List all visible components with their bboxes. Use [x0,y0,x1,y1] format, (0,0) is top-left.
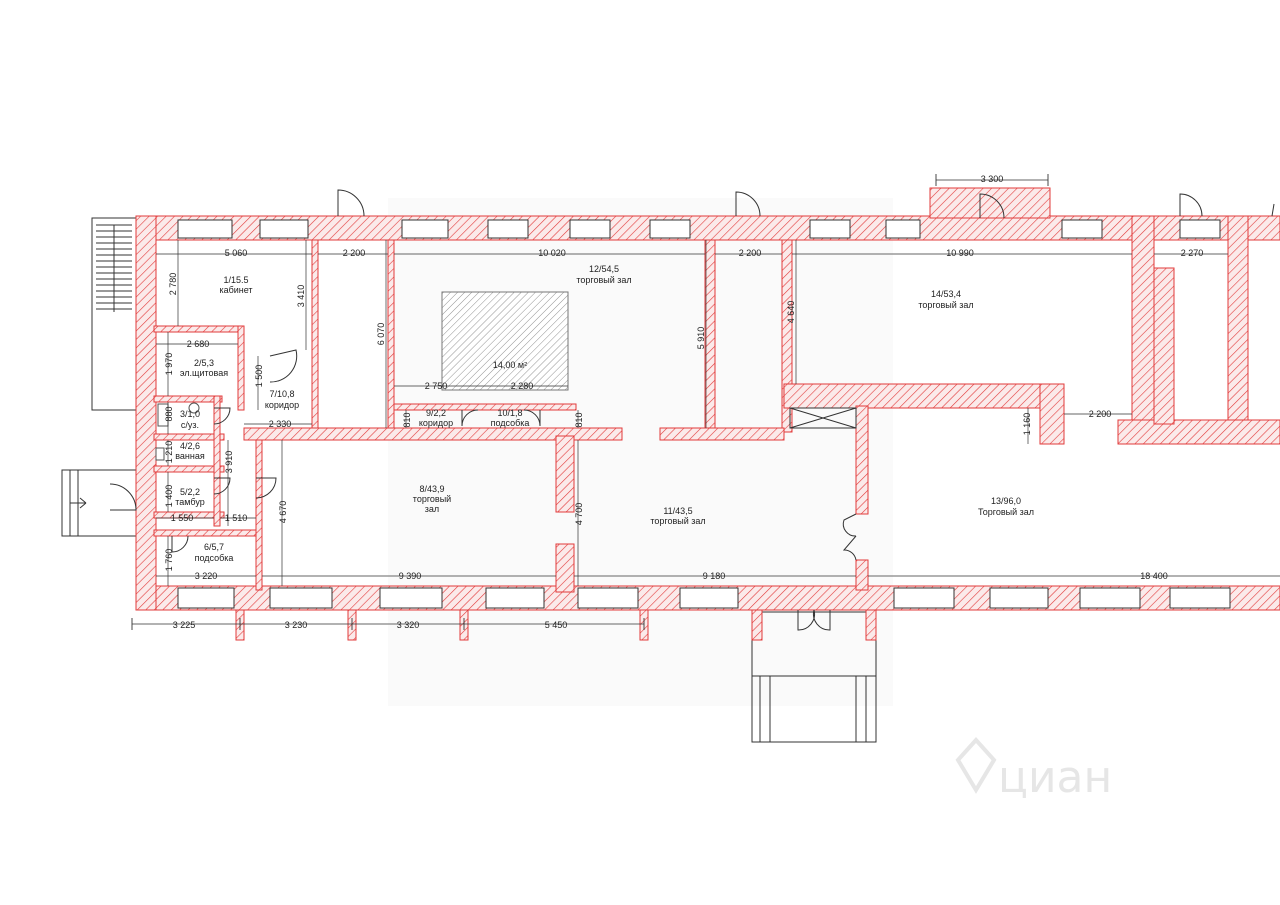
room-number: 2/5,3 [194,358,214,368]
dim-label: 1 510 [225,513,248,523]
room-name: подсобка [491,418,530,428]
dim-label: 10 990 [946,248,974,258]
dim-label: 1 550 [171,513,194,523]
dim-label: 3 320 [397,620,420,630]
dim-label: 1 210 [164,441,174,464]
room-name: тамбур [175,497,204,507]
room-name: подсобка [195,553,234,563]
room-name: торговый зал [650,516,705,526]
room-name-line2: зал [425,504,439,514]
room-name: коридор [265,400,299,410]
dim-label: 5 450 [545,620,568,630]
room-name: торговый зал [576,275,631,285]
dim-label: 2 200 [1089,409,1112,419]
room-number: 11/43,5 [663,506,692,516]
dim-label: 4 700 [574,503,584,526]
room-number: 6/5,7 [204,542,224,552]
room-name: торговый [413,494,451,504]
room-name: кабинет [219,285,252,295]
dim-label: 9 390 [399,571,422,581]
dim-label: 2 280 [511,381,534,391]
dim-label: 2 270 [1181,248,1204,258]
bottom-porch [751,611,877,743]
room-number: 5/2,2 [180,487,200,497]
room-number: 13/96,0 [991,496,1021,506]
room-name: Торговый зал [978,507,1034,517]
dim-label: 2 200 [739,248,762,258]
dim-label: 1 400 [164,485,174,508]
room-name: ванная [175,451,205,461]
dim-label: 2 200 [343,248,366,258]
dim-label: 5 910 [696,327,706,350]
room-number: 14/53,4 [931,289,961,299]
dim-label: 10 020 [538,248,566,258]
watermark-text: циан [998,752,1112,803]
room-name: коридор [419,418,453,428]
dim-label: 6 070 [376,323,386,346]
void-hatched-area [441,291,569,391]
dim-label: 3 220 [195,571,218,581]
dim-label: 3 910 [224,451,234,474]
dim-label: 2 750 [425,381,448,391]
dim-label: 3 225 [173,620,196,630]
room-number: 12/54,5 [589,264,619,274]
dim-label: 5 060 [225,248,248,258]
room-name: с/уз. [181,420,199,430]
dim-label: 880 [164,406,174,421]
exterior-stairs [91,217,137,411]
dim-label: 1 500 [254,365,264,388]
dim-label: 3 300 [981,174,1004,184]
room-labels: 1/15.5 кабинет 2/5,3 эл.щитовая 3/1,0 с/… [175,264,1034,563]
dim-label: 3 410 [296,285,306,308]
dim-label: 2 680 [187,339,210,349]
dim-label: 4 670 [278,501,288,524]
dim-label: 1 160 [1022,413,1032,436]
entrance-steps [61,469,139,537]
room-number: 8/43,9 [419,484,444,494]
dimension-ticks [131,174,1049,630]
room-number: 1/15.5 [223,275,248,285]
cian-watermark: циан [955,737,1112,803]
dimension-lines [132,179,1280,625]
room-name: торговый зал [918,300,973,310]
room-number: 7/10,8 [269,389,294,399]
area-label: 14,00 м² [493,360,527,370]
room-number: 4/2,6 [180,441,200,451]
windows-bottom [177,587,1231,609]
dim-label: 1 760 [164,549,174,572]
dimension-labels: 5 060 2 200 10 020 2 200 10 990 2 270 3 … [164,174,1203,630]
dim-label: 2 330 [269,419,292,429]
dim-label: 9 180 [703,571,726,581]
windows-top [177,219,1221,239]
dim-label: 4 640 [786,301,796,324]
room-number: 10/1,8 [497,408,522,418]
dim-label: 810 [574,412,584,427]
dim-label: 18 400 [1140,571,1168,581]
dim-label: 1 970 [164,353,174,376]
dim-label: 2 780 [168,273,178,296]
room-name: эл.щитовая [180,368,228,378]
dim-label: 3 230 [285,620,308,630]
room-number: 9/2,2 [426,408,446,418]
dim-label: 810 [402,412,412,427]
ventilation-shaft [789,407,857,429]
doors [109,189,1275,631]
room-number: 3/1,0 [180,409,200,419]
